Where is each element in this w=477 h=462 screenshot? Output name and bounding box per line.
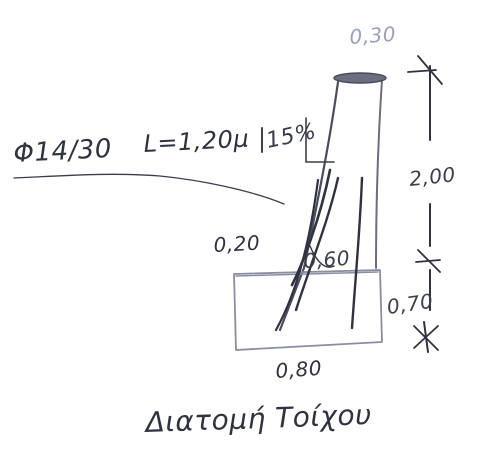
rebar-main-outer — [290, 168, 332, 287]
dim-tick-mid — [415, 249, 441, 273]
wall-inner-face — [375, 79, 383, 269]
base-width-label: 0,80 — [275, 356, 323, 383]
dim-tick-top — [407, 55, 443, 85]
height-dimension-line — [423, 65, 431, 353]
footing-height-label: 0,70 — [385, 289, 434, 319]
dim-tick-bottom — [413, 325, 439, 351]
wall-top-cap — [333, 72, 387, 84]
width-mid-label: 0,20 — [213, 231, 261, 257]
wall-height-label: 2,00 — [408, 162, 457, 191]
rebar-main-inner — [350, 176, 364, 330]
drawing-title: Διατομή Τοίχου — [143, 398, 372, 439]
rebar-diagonal — [274, 178, 320, 332]
rebar-starter — [294, 176, 340, 312]
inner-width-label: 0,60 — [303, 246, 351, 273]
rebar-leader-line — [13, 173, 285, 205]
rebar-label: Φ14/30 — [13, 134, 113, 169]
wall-outer-face — [278, 80, 340, 332]
batter-label: 15% — [264, 119, 319, 154]
footing — [233, 269, 383, 351]
rebar-length-label: L=1,20μ — [143, 124, 250, 157]
rebar-footing-hook — [309, 245, 335, 268]
batter-bracket — [305, 117, 335, 163]
top-width-label: 0,30 — [349, 22, 397, 49]
